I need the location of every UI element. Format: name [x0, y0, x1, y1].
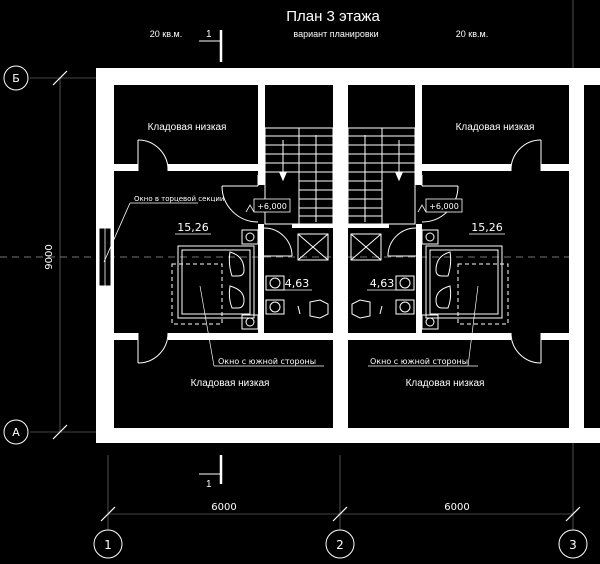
nightstands [241, 229, 439, 330]
level-right-label: +6,000 [429, 202, 459, 211]
axis-label-3: 3 [569, 538, 577, 552]
door-stops [257, 175, 423, 186]
section-mark-bottom [199, 455, 223, 484]
section-mark-top [199, 30, 223, 62]
walls [96, 68, 600, 443]
bath-fixtures-left [265, 275, 329, 319]
bath-right-area: 4,63 [370, 277, 395, 290]
axis-bubbles [3, 65, 588, 559]
axis-label-a: А [12, 426, 20, 439]
bath-fixtures-right [351, 275, 415, 319]
axis-label-1: 1 [104, 538, 112, 552]
bath-left-area: 4,63 [285, 277, 310, 290]
plan-subtitle: вариант планировки [293, 29, 378, 39]
level-mark-left [245, 198, 291, 213]
end-window [98, 227, 112, 287]
axis-label-2: 2 [336, 538, 344, 552]
south-window-leader-left [199, 285, 324, 367]
section-mark-top-label: 1 [206, 29, 212, 40]
section-mark-bottom-label: 1 [206, 479, 212, 490]
south-window-note-right: Окно с южной стороны [370, 357, 468, 366]
dimension-span-left: 6000 [211, 502, 236, 513]
dimension-height: 9000 [44, 244, 55, 269]
south-window-leader-right [368, 285, 479, 367]
end-window-leader [103, 202, 131, 263]
storage-label-bottom-left: Кладовая низкая [191, 378, 270, 389]
right-bay-void [584, 85, 600, 428]
bedroom-right-area: 15,26 [471, 221, 503, 234]
axis-label-b: Б [12, 72, 20, 85]
south-window-note-left: Окно с южной стороны [218, 357, 316, 366]
dimension-ticks [52, 70, 581, 522]
plan-title: План 3 этажа [286, 8, 380, 25]
end-window-note: Окно в торцевой секции [134, 195, 224, 203]
bed-left [171, 245, 255, 325]
level-mark-right [417, 198, 463, 213]
storage-label-bottom-right: Кладовая низкая [406, 378, 485, 389]
storage-label-top-left: Кладовая низкая [148, 122, 227, 133]
bedroom-left-area: 15,26 [177, 221, 209, 234]
area-right-label: 20 кв.м. [456, 29, 488, 39]
stair-left [264, 127, 334, 225]
right-bay-bottom-wall [584, 428, 600, 443]
right-bay-top-wall [584, 68, 600, 85]
level-left-label: +6,000 [257, 202, 287, 211]
storage-label-top-right: Кладовая низкая [456, 122, 535, 133]
shaft-right [350, 233, 382, 261]
shaft-left [297, 233, 329, 261]
stair-right [347, 127, 416, 225]
area-left-label: 20 кв.м. [150, 29, 182, 39]
doors [137, 139, 542, 364]
dimension-span-right: 6000 [444, 502, 469, 513]
bed-right [425, 245, 509, 325]
